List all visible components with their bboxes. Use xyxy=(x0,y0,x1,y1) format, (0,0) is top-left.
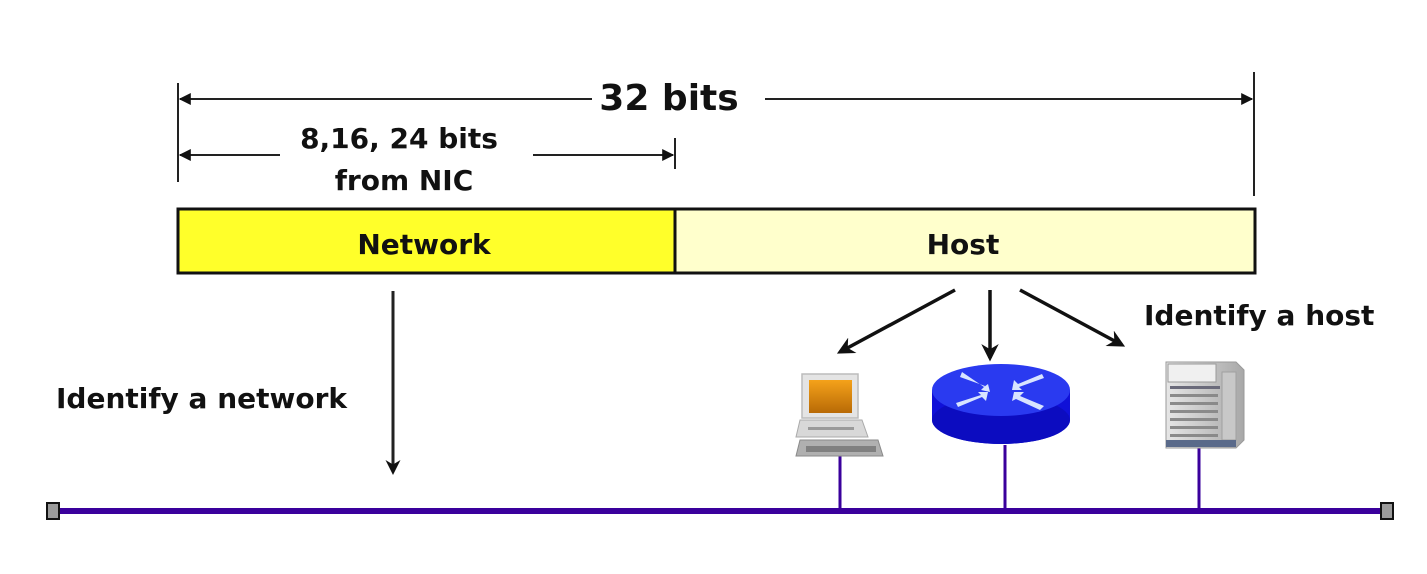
bus-terminator-left xyxy=(46,502,60,520)
network-bits-dimension: 8,16, 24 bits from NIC xyxy=(178,122,676,197)
total-bits-dimension: 32 bits xyxy=(177,72,1255,196)
host-to-server-arrow xyxy=(1019,288,1126,347)
router-icon xyxy=(932,364,1070,444)
address-field-bar: Network Host xyxy=(176,207,1257,275)
network-field-label: Network xyxy=(357,228,492,261)
network-bus xyxy=(46,445,1394,520)
laptop-icon xyxy=(795,373,884,457)
host-arrows: Identify a host xyxy=(836,288,1374,362)
bus-terminator-right xyxy=(1380,502,1394,520)
network-bits-label: 8,16, 24 bits xyxy=(300,122,498,155)
host-field-label: Host xyxy=(927,228,1000,261)
network-bits-sublabel: from NIC xyxy=(335,164,474,197)
identify-network-label: Identify a network xyxy=(56,382,348,415)
server-icon xyxy=(1165,361,1245,449)
host-to-laptop-arrow xyxy=(836,288,956,354)
identify-network-group: Identify a network xyxy=(56,291,401,475)
total-bits-label: 32 bits xyxy=(599,78,738,119)
identify-host-label: Identify a host xyxy=(1144,299,1374,332)
host-field xyxy=(673,207,1257,275)
